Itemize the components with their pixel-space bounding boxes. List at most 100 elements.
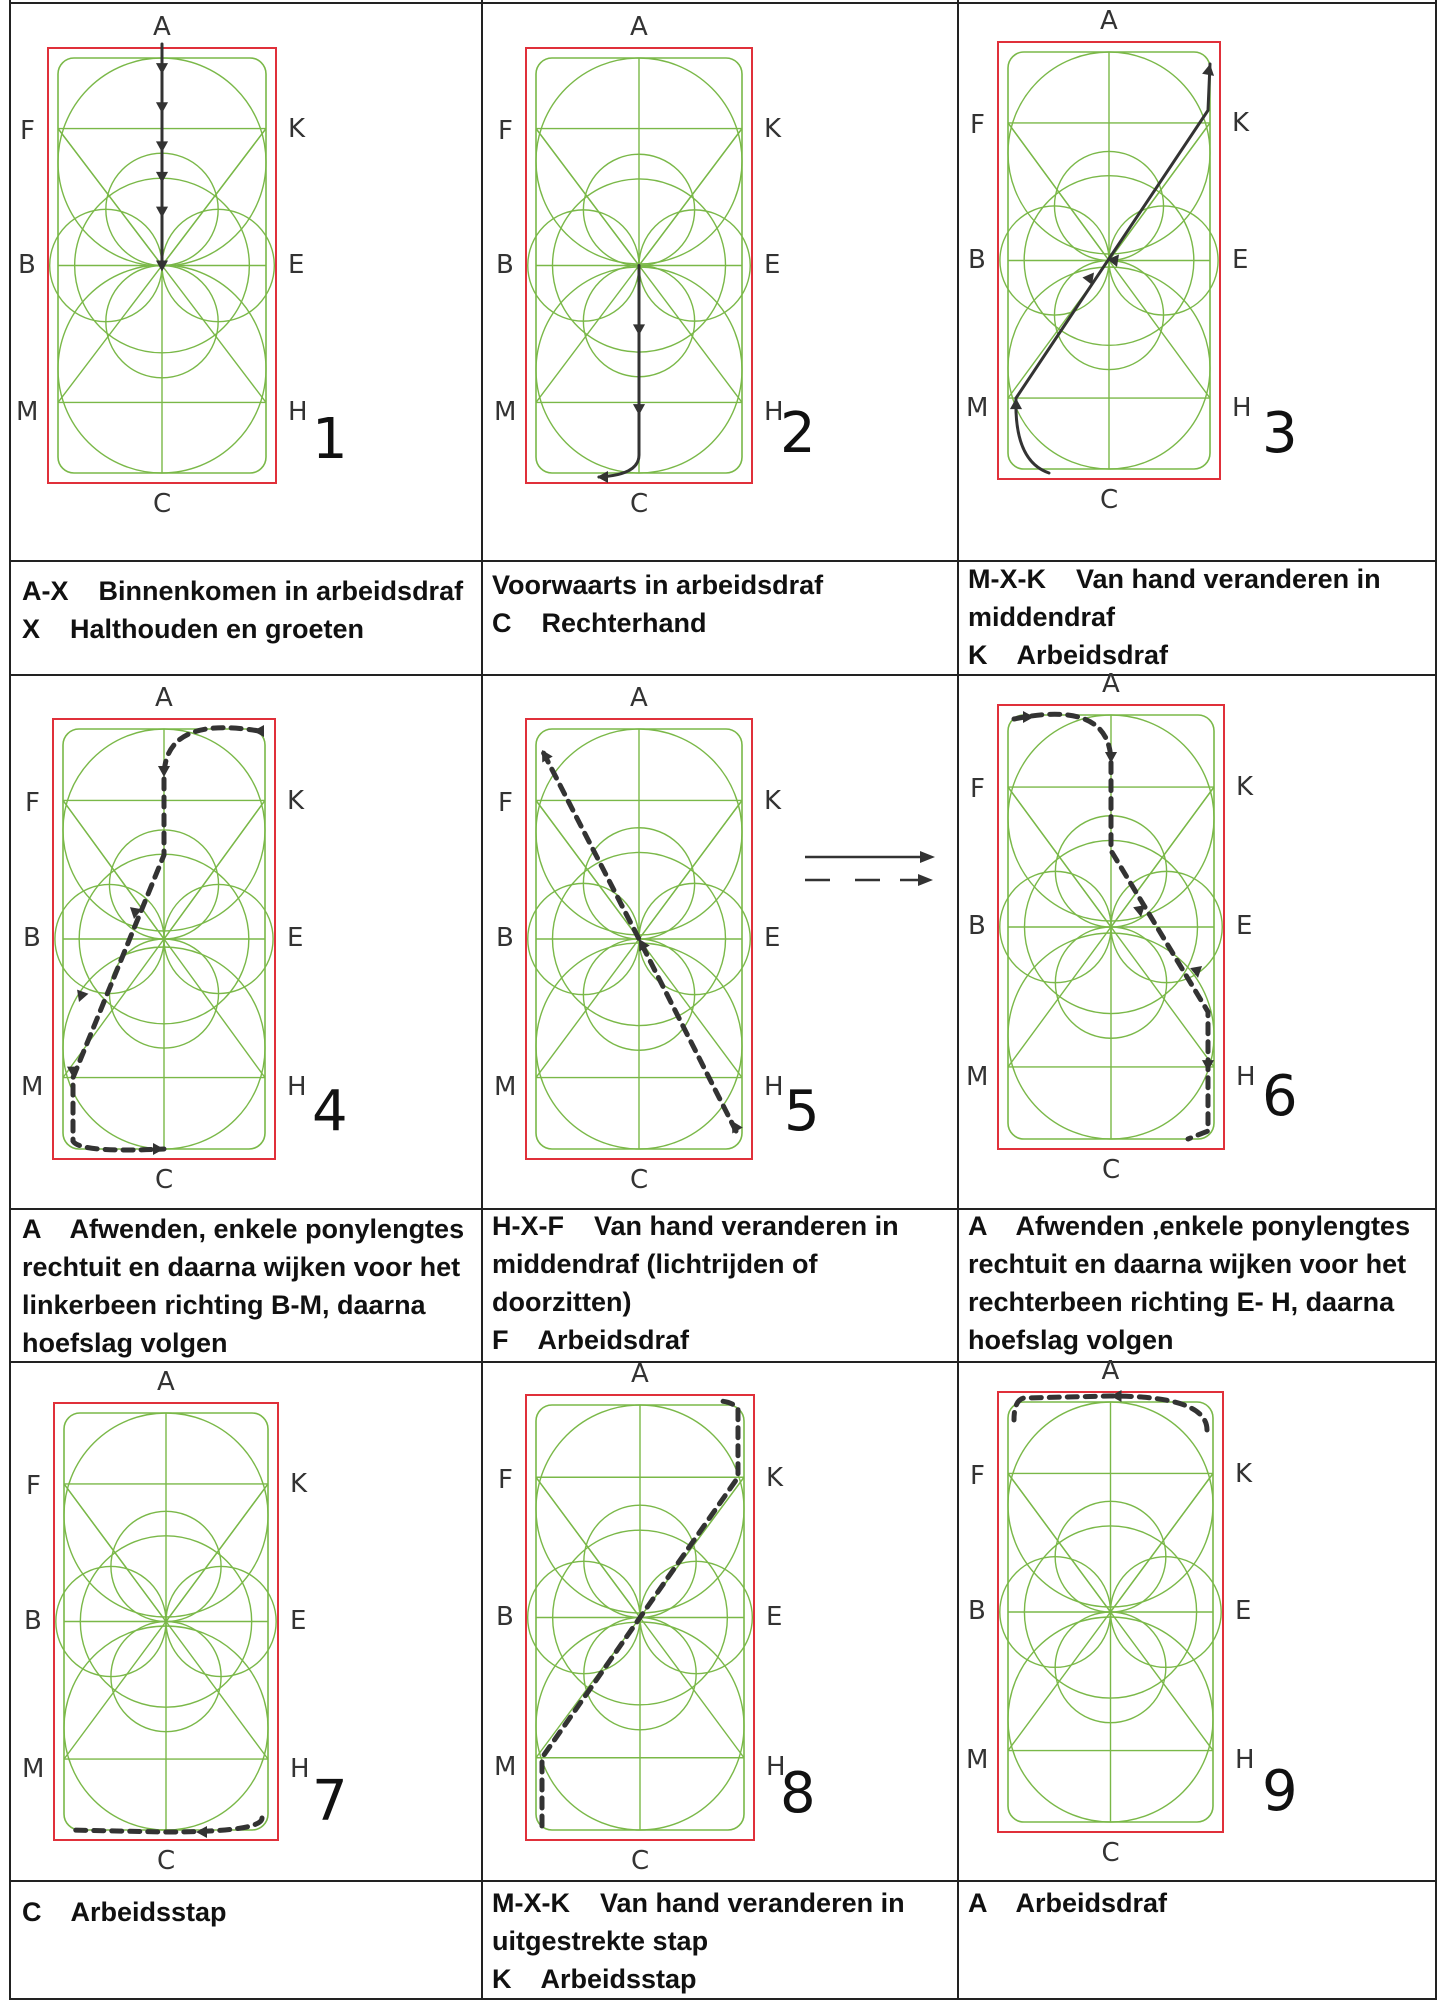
path-arrowhead [196,1825,207,1839]
letter-right-lower: H [1232,392,1252,423]
letter-top: A [1101,1356,1120,1386]
letter-left-mid: B [496,249,514,280]
letter-top: A [157,1367,175,1397]
letter-top: A [631,1359,649,1389]
caption-line: hoefslag volgen [22,1328,228,1358]
figure-line [535,128,640,266]
letter-right-lower: H [1236,1061,1256,1092]
letter-right-upper: K [766,1462,784,1493]
letter-left-lower: M [966,1745,989,1776]
path-arrowhead [1110,1389,1122,1403]
path-arrowhead [155,206,169,218]
caption-5: H-X-F Van hand veranderen in middendraf (… [492,1207,947,1359]
figure-number: 2 [780,401,816,466]
path-arrowhead [1107,254,1119,267]
caption-line: M-X-K Van hand veranderen in [968,564,1381,594]
letter-right-upper: K [288,113,306,144]
figure-number: 5 [784,1079,820,1144]
figure-number: 1 [312,407,348,472]
caption-line: A-X Binnenkomen in arbeidsdraf [22,576,464,606]
letter-right-lower: H [290,1753,310,1784]
letter-left-mid: B [24,1605,42,1636]
figure-line [161,128,267,266]
arena-border [525,1394,755,1841]
figure-diagram-4 [13,679,315,1199]
letter-right-lower: H [288,397,308,428]
letter-left-mid: B [496,923,514,953]
caption-line: middendraf (lichtrijden of [492,1249,818,1279]
caption-line: H-X-F Van hand veranderen in [492,1211,899,1241]
path-arrowhead [1202,64,1215,76]
letter-top: A [153,12,171,42]
arena-figure [52,718,276,1160]
letter-right-upper: K [1235,1458,1253,1489]
letter-left-upper: F [25,787,40,818]
arena-border [997,704,1225,1150]
letter-right-lower: H [764,397,784,428]
center-circle [551,851,727,1027]
path-arrowhead [129,907,142,919]
figure-number: 3 [1262,401,1298,466]
small-circle [1109,1555,1222,1669]
letter-left-upper: F [498,787,513,818]
rider-path [1014,62,1212,475]
letter-right-mid: E [1235,1596,1252,1626]
rider-path [1011,1393,1210,1433]
caption-line: F Arbeidsdraf [492,1325,690,1355]
figure-diagram-5 [486,679,792,1199]
caption-line: A Arbeidsdraf [968,1888,1168,1918]
arena-border [525,47,753,484]
letter-left-lower: M [21,1072,44,1103]
figure-line [638,128,743,266]
caption-line: rechtuit en daarna wijken voor het [968,1249,1407,1279]
path-arrowhead [253,724,264,738]
figure-number: 8 [780,1761,816,1826]
table-rule [9,2,1435,4]
letter-bottom: C [1100,485,1119,515]
path-arrowhead [1133,905,1146,917]
path-arrowhead [155,141,169,153]
letter-right-lower: H [287,1072,307,1103]
path-arrowhead [66,1066,80,1078]
caption-line: rechtuit en daarna wijken voor het [22,1252,461,1282]
letter-right-lower: H [764,1072,784,1103]
figure-diagram-8 [486,1355,794,1880]
letter-top: A [1102,669,1120,699]
caption-line: uitgestrekte stap [492,1926,709,1956]
letter-left-lower: M [494,1072,517,1103]
arena-figure [997,41,1221,480]
letter-left-upper: F [26,1471,41,1502]
figure-line [62,799,165,940]
center-circle [1023,174,1195,347]
caption-line: K Arbeidsstap [492,1964,697,1994]
path-arrowhead [153,1142,164,1156]
letter-bottom: C [630,1165,649,1195]
letter-left-mid: B [968,1596,986,1626]
path-arrowhead [1009,398,1023,410]
figure-line [163,799,266,940]
path-arrowhead [1104,752,1118,763]
caption-line: X Halthouden en groeten [22,614,365,644]
small-circle [163,883,274,995]
caption-line: A Afwenden ,enkele ponylengtes [968,1211,1411,1241]
letter-right-upper: K [764,113,782,144]
letter-left-upper: F [970,110,985,141]
rider-path [1011,711,1211,1142]
path-arrowhead [632,404,646,416]
letter-left-lower: M [22,1753,45,1784]
letter-left-lower: M [966,1061,989,1092]
letter-right-mid: E [1232,244,1249,275]
caption-line: C Rechterhand [492,608,707,638]
arena-figure [997,704,1225,1150]
letter-top: A [630,683,648,713]
letter-left-upper: F [970,1460,985,1491]
path-arrowhead [1082,272,1094,285]
letter-right-upper: K [1236,772,1254,803]
letter-right-mid: E [287,923,304,953]
letter-left-mid: B [968,244,986,275]
letter-left-lower: M [494,397,517,428]
